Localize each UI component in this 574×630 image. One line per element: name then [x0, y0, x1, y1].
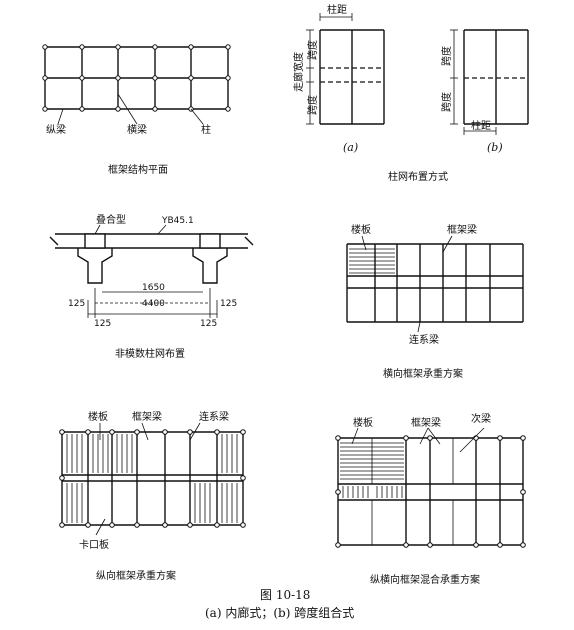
label-zhu: 柱 [201, 123, 211, 136]
label-kuangjialiang-6: 框架梁 [411, 416, 441, 429]
dim-125-bottom-right: 125 [200, 319, 217, 329]
transverse-slab-hatch [349, 248, 395, 274]
dim-125-bottom-left: 125 [94, 319, 111, 329]
label-kakouban: 卡口板 [79, 538, 109, 551]
dim-lines [87, 288, 218, 318]
grid-a-dims [306, 13, 353, 125]
longitudinal-columns [59, 429, 246, 528]
label-lianxiliang-4: 连系梁 [409, 333, 439, 346]
label-louban-4: 楼板 [351, 223, 371, 236]
mixed-grid [337, 437, 524, 546]
figure-subcaption: (a) 内廊式；(b) 跨度组合式 [205, 605, 354, 620]
label-kuangjialiang-5: 框架梁 [132, 410, 162, 423]
label-kuadu-b2: 跨度 [440, 92, 453, 112]
label-zhuju-bottom: 柱距 [471, 119, 491, 132]
frame-leaders [57, 93, 204, 125]
longitudinal-leaders [95, 422, 201, 536]
sub-a: (a) [343, 141, 358, 154]
panel-longitudinal-frame: 楼板 框架梁 连系梁 卡口板 纵向框架承重方案 [59, 410, 246, 582]
label-kuadu-a2: 跨度 [306, 95, 319, 115]
label-ciliang: 次梁 [471, 412, 491, 425]
grid-b-dims [450, 29, 497, 135]
caption-frame-plan: 框架结构平面 [108, 163, 168, 176]
caption-longitudinal: 纵向框架承重方案 [96, 569, 176, 582]
beam-section [49, 233, 254, 284]
label-zhuju-top: 柱距 [327, 3, 347, 16]
label-zoulang: 走廊宽度 [292, 52, 305, 92]
panel-column-grid: 柱距 走廊宽度 跨度 跨度 (a) 跨度 跨度 柱距 (b) 柱网布置方 [292, 3, 529, 183]
mixed-leaders [351, 427, 485, 453]
label-louban-6: 楼板 [353, 416, 373, 429]
caption-column-grid: 柱网布置方式 [388, 170, 448, 183]
caption-mixed: 纵横向框架混合承重方案 [370, 573, 480, 586]
grid-a-corridor [320, 67, 384, 83]
dim-4400: 4400 [142, 299, 165, 309]
frame-columns [42, 44, 231, 112]
grid-a [319, 29, 385, 125]
mixed-slab-hatch [340, 442, 404, 498]
frame-grid [44, 46, 229, 110]
panel-transverse-frame: 楼板 框架梁 连系梁 横向框架承重方案 [346, 223, 524, 380]
transverse-leaders [361, 235, 453, 333]
dim-125-left: 125 [68, 299, 85, 309]
longitudinal-grid [61, 431, 244, 526]
panel-mixed-frame: 楼板 框架梁 次梁 纵横向框架混合承重方案 [335, 412, 526, 586]
section-leaders [94, 224, 167, 235]
panel-nonmodular-grid: 叠合型 YB45.1 1650 4400 125 125 125 125 非模数… [49, 213, 254, 360]
sub-b: (b) [487, 141, 503, 154]
mixed-secondary-beams [371, 438, 454, 545]
label-diehe: 叠合型 [96, 213, 126, 226]
grid-b [463, 29, 529, 125]
figure-number: 图 10-18 [260, 588, 310, 602]
transverse-grid [346, 243, 524, 323]
label-lianxiliang-5: 连系梁 [199, 410, 229, 423]
label-hengliang: 横梁 [127, 123, 147, 136]
mixed-columns [335, 435, 526, 548]
dim-1650: 1650 [142, 283, 165, 293]
label-kuadu-b1: 跨度 [440, 46, 453, 66]
label-kuadu-a1: 跨度 [306, 40, 319, 60]
longitudinal-slab-hatch [66, 434, 238, 523]
panel-frame-plan: 纵梁 横梁 柱 框架结构平面 [42, 44, 231, 176]
caption-transverse: 横向框架承重方案 [383, 367, 463, 380]
label-louban-5: 楼板 [88, 410, 108, 423]
label-yb: YB45.1 [161, 216, 194, 226]
caption-nonmodular: 非模数柱网布置 [115, 347, 185, 360]
dim-125-right: 125 [220, 299, 237, 309]
label-kuangjialiang-4: 框架梁 [447, 223, 477, 236]
label-zongliang: 纵梁 [46, 123, 66, 136]
